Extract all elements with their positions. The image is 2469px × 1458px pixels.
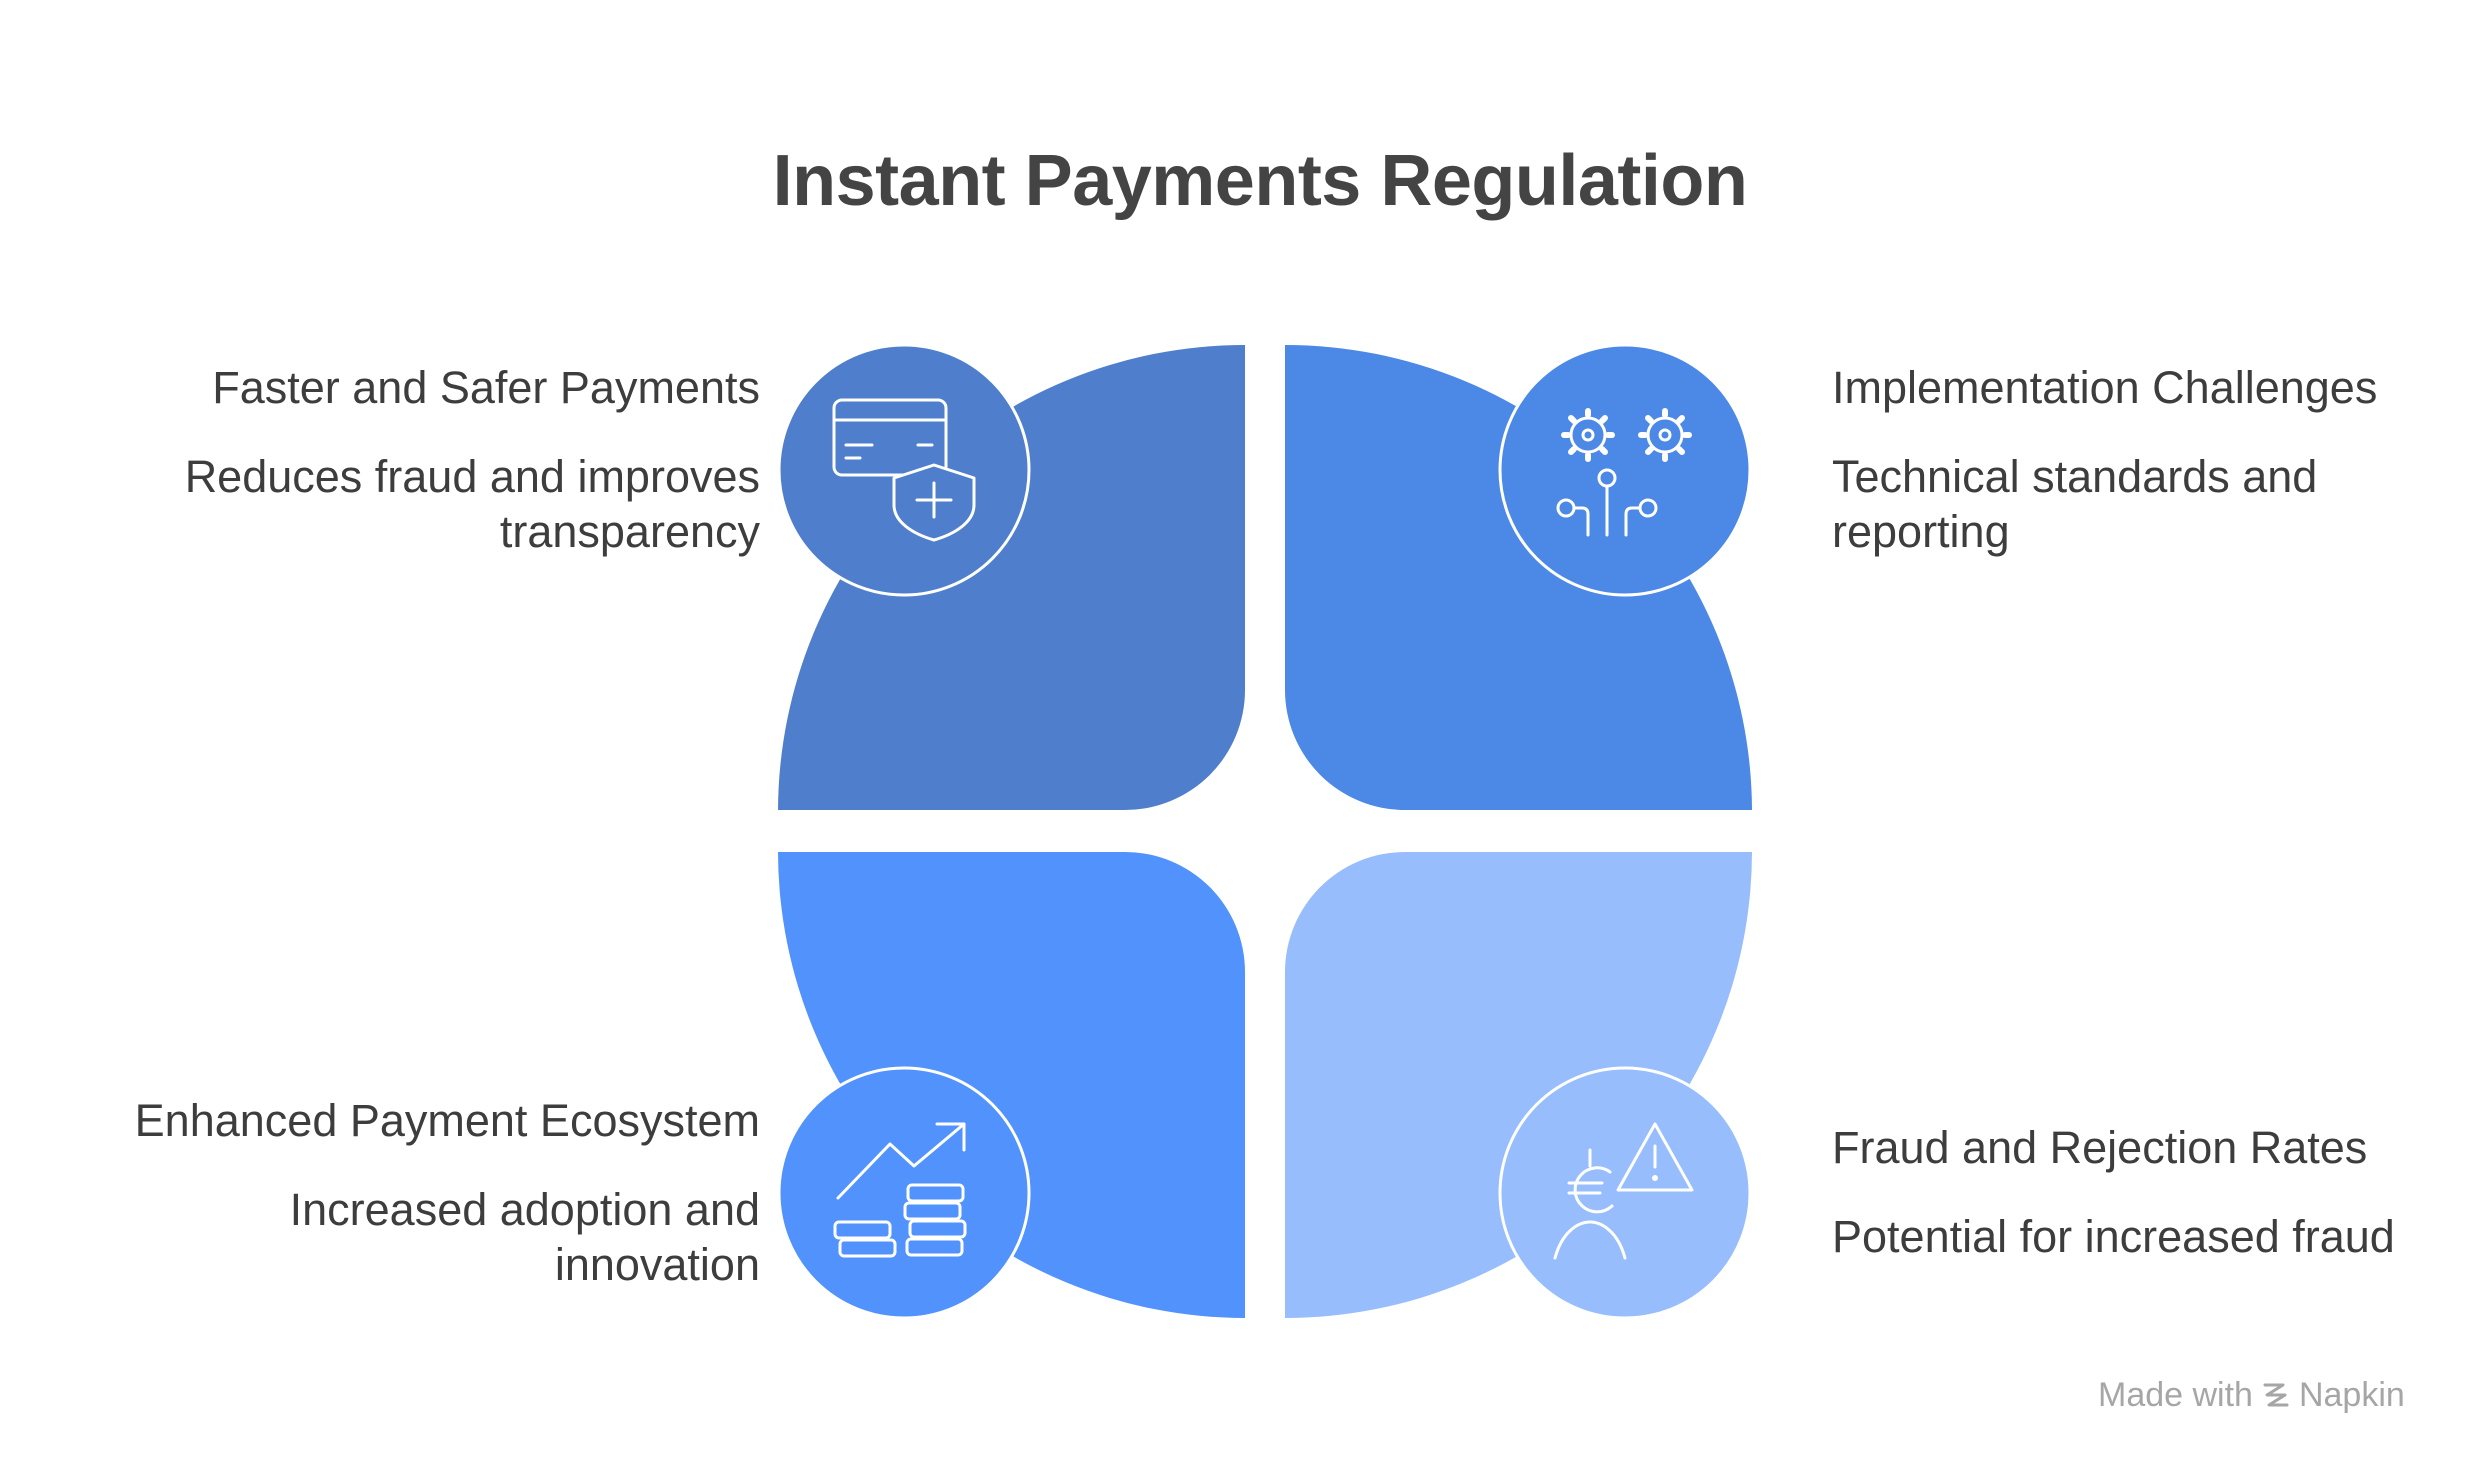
quadrant-heading: Enhanced Payment Ecosystem (134, 1095, 760, 1146)
icon-circle-top-left (777, 343, 1031, 597)
quadrant-text-faster-safer: Faster and Safer Payments Reduces fraud … (0, 360, 760, 559)
quadrant-description: Reduces fraud and improves transparency (184, 451, 760, 557)
quadrant-description: Potential for increased fraud (1832, 1211, 2395, 1262)
card-shield-icon (832, 398, 976, 542)
inner-corner-top-left (1125, 690, 1245, 810)
euro-person-warning-icon (1553, 1122, 1694, 1260)
napkin-logo-icon (2263, 1383, 2289, 1406)
quadrant-text-fraud-rejection: Fraud and Rejection Rates Potential for … (1832, 1120, 2469, 1264)
inner-corner-bottom-left (1125, 852, 1245, 972)
gears-circuit-icon (1556, 408, 1692, 537)
inner-corner-top-right (1285, 690, 1405, 810)
quadrant-bottom-right-shape (1285, 852, 1752, 1318)
quadrant-description: Increased adoption and innovation (289, 1184, 760, 1290)
quadrant-top-right-shape (1285, 345, 1752, 810)
made-with-napkin-badge: Made with Napkin (2098, 1376, 2405, 1415)
quadrant-heading: Implementation Challenges (1832, 362, 2378, 413)
growth-coins-icon (833, 1122, 967, 1258)
quadrant-text-ecosystem: Enhanced Payment Ecosystem Increased ado… (0, 1093, 760, 1292)
quadrant-heading: Fraud and Rejection Rates (1832, 1122, 2368, 1173)
brand-prefix: Made with (2098, 1376, 2253, 1414)
icon-circle-bottom-right (1498, 1066, 1752, 1320)
diagram-title: Instant Payments Regulation (772, 141, 1748, 221)
icon-circle-bottom-left (777, 1066, 1031, 1320)
quadrant-description: Technical standards and reporting (1832, 451, 2318, 557)
inner-corner-bottom-right (1285, 852, 1405, 972)
quadrant-text-implementation: Implementation Challenges Technical stan… (1832, 360, 2469, 559)
brand-name: Napkin (2298, 1376, 2405, 1414)
quadrant-bottom-left-shape (778, 852, 1245, 1318)
quadrant-heading: Faster and Safer Payments (212, 362, 760, 413)
icon-circle-top-right (1498, 343, 1752, 597)
quadrant-top-left-shape (778, 345, 1245, 810)
